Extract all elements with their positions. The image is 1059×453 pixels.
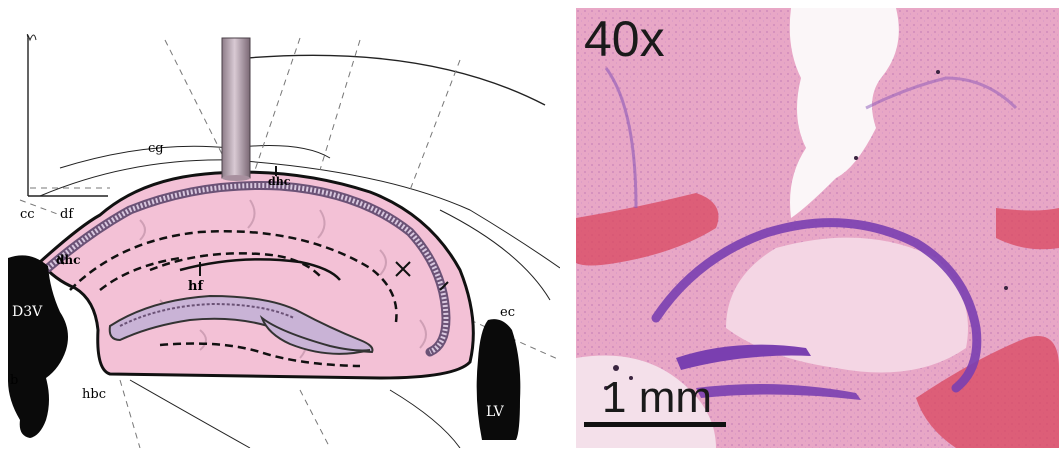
label-lv: LV	[486, 404, 505, 420]
cortex-outline	[225, 55, 545, 105]
label-cg: cg	[148, 141, 164, 156]
label-d3v: D3V	[12, 304, 43, 320]
label-df: df	[60, 207, 74, 222]
magnification-label: 40x	[584, 14, 665, 64]
lateral-ventricle	[477, 319, 521, 440]
label-b: b	[10, 373, 18, 388]
label-dhc-top: dhc	[268, 175, 291, 188]
label-hf: hf	[188, 279, 204, 294]
scale-bar-label: 1 mm	[602, 376, 712, 420]
diagram-svg: cg dhc cc df dhc hf D3V ec b hbc LV	[0, 0, 560, 448]
label-dhc: dhc	[56, 253, 80, 267]
electrode	[222, 38, 250, 181]
label-cc: cc	[20, 207, 35, 222]
label-hbc: hbc	[82, 387, 106, 402]
scale-bar	[584, 422, 726, 427]
micrograph-panel: 40x 1 mm	[576, 8, 1059, 448]
hippocampus-diagram: cg dhc cc df dhc hf D3V ec b hbc LV	[0, 0, 560, 448]
label-ec: ec	[500, 305, 515, 320]
third-ventricle	[8, 255, 68, 438]
